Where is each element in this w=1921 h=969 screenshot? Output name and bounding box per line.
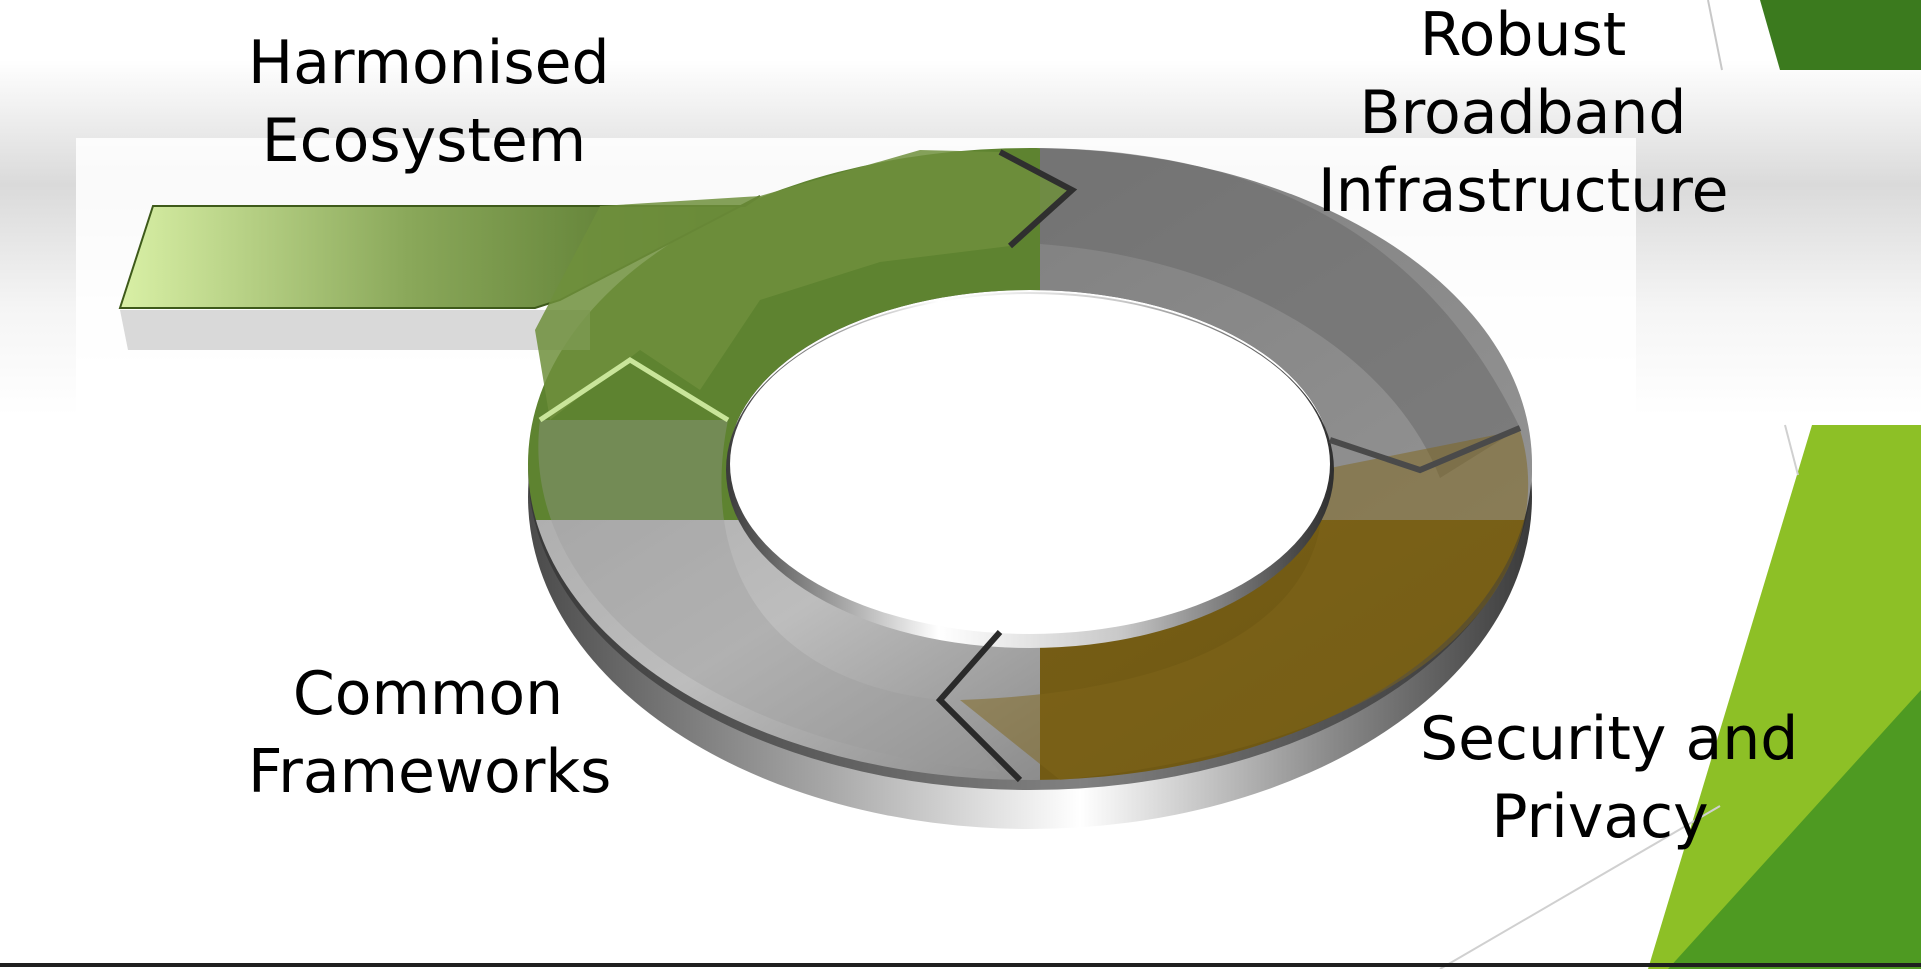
decor-dark-green-top: [1760, 0, 1921, 70]
label-security-and-privacy: Security and Privacy: [1420, 700, 1799, 856]
divider-bottom: [935, 630, 1023, 783]
label-line: Frameworks: [248, 737, 612, 807]
label-harmonised-ecosystem: Harmonised Ecosystem: [248, 24, 610, 180]
label-robust-broadband-infrastructure: Robust Broadband Infrastructure: [1318, 0, 1729, 230]
label-line: Robust: [1419, 0, 1627, 70]
green-arrow-join: [535, 150, 1072, 420]
divider-top: [998, 149, 1078, 249]
label-line: Ecosystem: [261, 106, 587, 176]
label-line: Common: [292, 659, 564, 729]
divider-left: [538, 357, 730, 423]
decor-line-mid: [1784, 424, 1799, 476]
segment-common-top: [538, 420, 1000, 772]
label-line: Privacy: [1491, 782, 1709, 852]
green-arrow-shadow: [120, 310, 590, 350]
label-line: Harmonised: [248, 28, 610, 98]
decor-line-diagonal: [1439, 805, 1721, 969]
decor-line-top: [1707, 0, 1723, 71]
bottom-border: [0, 963, 1921, 967]
label-common-frameworks: Common Frameworks: [248, 655, 612, 811]
divider-right: [1329, 425, 1522, 474]
label-line: Broadband: [1359, 78, 1687, 148]
segment-security-top: [960, 430, 1529, 780]
ring-hole: [730, 294, 1330, 634]
label-line: Infrastructure: [1318, 156, 1729, 226]
decor-dark-green-bottom: [1668, 690, 1921, 969]
label-line: Security and: [1420, 704, 1799, 774]
segment-robust-top: [1040, 148, 1520, 478]
